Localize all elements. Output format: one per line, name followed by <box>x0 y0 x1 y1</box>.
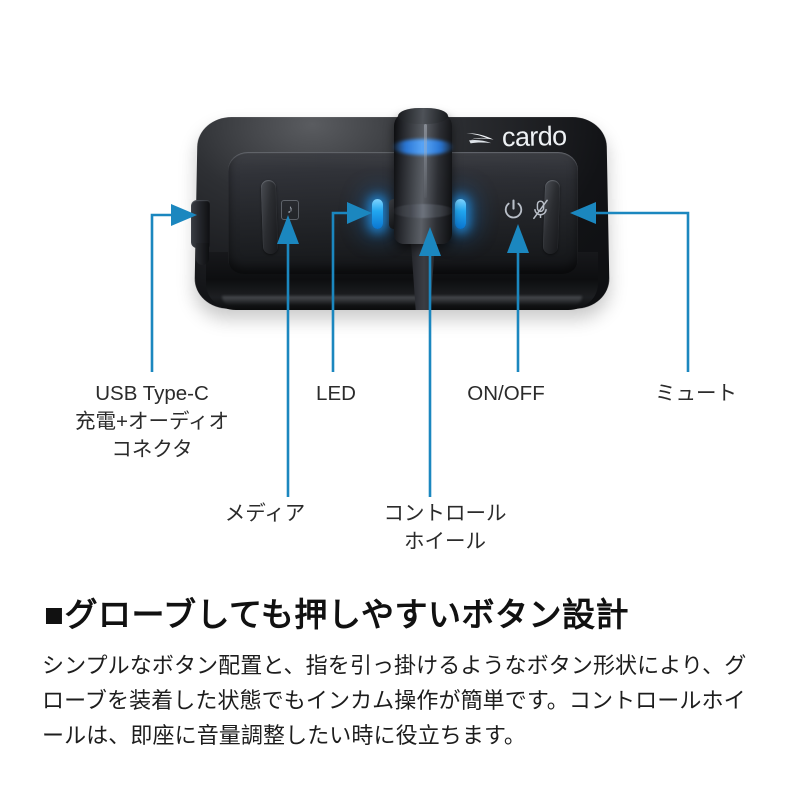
leader-onoff <box>507 224 529 372</box>
media-button-glyph: ♪ <box>281 200 299 220</box>
control-wheel-cap <box>398 108 448 124</box>
heading-text: グローブしても押しやすいボタン設計 <box>64 596 629 633</box>
led-indicator-left <box>372 199 383 229</box>
callout-label-led: LED <box>316 382 356 405</box>
power-icon <box>504 199 523 219</box>
control-wheel-lower-ring <box>392 204 454 218</box>
control-wheel-glow-ring <box>392 139 454 155</box>
callout-leader-lines <box>150 202 690 497</box>
leader-usb <box>150 204 197 372</box>
section-heading: ■グローブしても押しやすいボタン設計 <box>44 596 800 634</box>
marketing-copy-block: ■グローブしても押しやすいボタン設計 シンプルなボタン配置と、指を引っ掛けるよう… <box>0 596 800 753</box>
face-icon-group <box>504 199 549 220</box>
control-wheel-groove <box>424 124 427 198</box>
leader-mute <box>570 202 690 372</box>
led-indicator-right <box>455 199 466 229</box>
microphone-mute-icon <box>533 199 548 220</box>
device-base-highlight <box>222 296 582 305</box>
cardo-logo: cardo <box>466 121 567 152</box>
usb-c-port-cover <box>191 200 210 248</box>
usb-c-port-cover-tab <box>196 243 209 265</box>
cardo-swoosh-icon <box>466 132 494 143</box>
callout-label-control-wheel: コントロール ホイール <box>383 502 507 553</box>
leader-led <box>331 202 372 372</box>
callout-label-onoff: ON/OFF <box>467 382 545 405</box>
callout-label-mute: ミュート <box>655 382 737 405</box>
leader-control-wheel <box>419 227 441 497</box>
led-rib <box>389 199 398 229</box>
callout-label-media: メディア <box>224 502 306 525</box>
heading-bullet-icon: ■ <box>44 596 65 633</box>
callout-label-usb: USB Type-C 充電+オーディオ コネクタ <box>74 382 230 461</box>
control-wheel <box>394 112 452 244</box>
leader-media <box>277 215 299 497</box>
section-body-text: シンプルなボタン配置と、指を引っ掛けるようなボタン形状により、グローブを装着した… <box>42 652 747 748</box>
